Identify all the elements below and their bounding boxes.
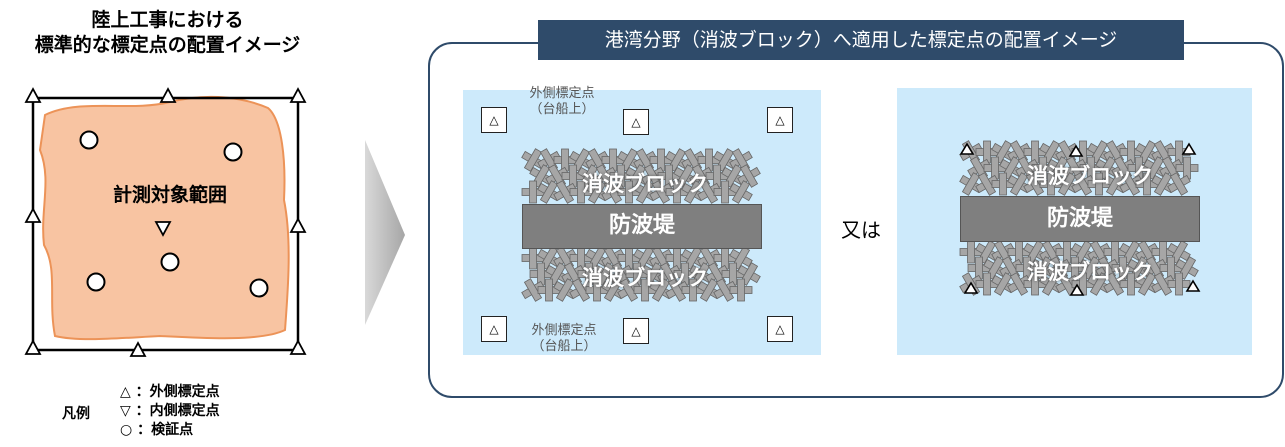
- measurement-area-label: 計測対象範囲: [112, 184, 227, 206]
- outer-control-point: [963, 281, 979, 294]
- wave-block: [665, 278, 689, 302]
- check-point: [160, 252, 180, 272]
- on-block-control-points: [959, 142, 1201, 296]
- outer-control-point-marker: △: [481, 316, 507, 342]
- outer-control-point: [24, 87, 42, 103]
- wave-block: [975, 172, 999, 196]
- breakwater-b: 防波堤: [960, 196, 1200, 242]
- legend-item-outer: △ ：外側標定点: [120, 383, 220, 402]
- left-title-line1: 陸上工事における: [91, 9, 244, 31]
- outer-control-point: [1185, 279, 1201, 292]
- legend: △ ：外側標定点 ▽ ：内側標定点 ○ ：検証点: [120, 383, 220, 440]
- wave-block: [569, 278, 593, 302]
- outer-control-point: [1181, 142, 1197, 155]
- legend-label: ：内側標定点: [135, 403, 220, 419]
- wave-block: [1007, 272, 1031, 296]
- outer-point-label-line2: （台船上）: [529, 102, 595, 117]
- inner-control-point: [154, 221, 172, 237]
- wave-block: [1119, 172, 1143, 196]
- wave-block: [991, 172, 1015, 196]
- outer-control-point-marker: △: [767, 107, 793, 133]
- check-points: [79, 130, 269, 298]
- wave-block: [713, 278, 737, 302]
- left-panel-title: 陸上工事における 標準的な標定点の配置イメージ: [0, 8, 335, 58]
- outer-point-label-line2: （台船上）: [531, 339, 597, 354]
- measurement-area: [38, 95, 290, 341]
- wave-block-label-top-a: 消波ブロック: [582, 172, 708, 196]
- harbor-panel-title: 港湾分野（消波ブロック）へ適用した標定点の配置イメージ: [538, 20, 1184, 60]
- wave-block-label-top-b: 消波ブロック: [1027, 164, 1153, 188]
- wave-block-band-top: [521, 148, 761, 204]
- wave-block: [1071, 172, 1095, 196]
- check-point: [223, 142, 243, 162]
- outer-point-label-line1: 外側標定点: [531, 323, 597, 338]
- legend-symbol: ○: [120, 422, 133, 438]
- outer-control-point-marker: △: [623, 109, 649, 135]
- check-point: [249, 278, 269, 298]
- wave-block: [1135, 272, 1159, 296]
- legend-heading: 凡例: [62, 406, 90, 422]
- wave-block: [665, 180, 689, 204]
- wave-block: [601, 180, 625, 204]
- breakwater-a: 防波堤: [522, 204, 762, 249]
- outer-point-label-top: 外側標定点 （台船上）: [512, 86, 612, 118]
- wave-block: [681, 278, 705, 302]
- legend-item-check: ○ ：検証点: [120, 421, 220, 440]
- outer-control-point: [1068, 144, 1084, 157]
- outer-control-point: [289, 87, 307, 103]
- legend-symbol: ▽: [120, 403, 131, 419]
- wave-block: [1167, 272, 1191, 296]
- wave-block: [521, 278, 545, 302]
- wave-block-label-bottom-b: 消波ブロック: [1027, 260, 1153, 284]
- outer-control-point: [159, 87, 177, 103]
- outer-control-point: [24, 339, 42, 355]
- wave-block-band-bottom: [521, 246, 761, 302]
- legend-item-inner: ▽ ：内側標定点: [120, 402, 220, 421]
- wave-block: [1103, 272, 1127, 296]
- legend-label: ：検証点: [137, 422, 194, 438]
- outer-control-point-marker: △: [481, 107, 507, 133]
- wave-block-band-bottom: [959, 240, 1199, 296]
- wave-block-band-top: [959, 140, 1199, 196]
- left-title-line2: 標準的な標定点の配置イメージ: [34, 34, 301, 56]
- breakwater-layout-b: [959, 140, 1199, 296]
- outer-control-points: [24, 87, 307, 357]
- outer-point-label-bottom: 外側標定点 （台船上）: [514, 323, 614, 355]
- wave-block: [1167, 172, 1191, 196]
- wave-block: [1151, 272, 1175, 296]
- wave-block: [1023, 172, 1047, 196]
- wave-block: [729, 278, 753, 302]
- outer-point-label-line1: 外側標定点: [529, 86, 595, 101]
- wave-block: [617, 278, 641, 302]
- wave-block: [697, 180, 721, 204]
- land-site-diagram: [24, 87, 307, 357]
- wave-block: [553, 180, 577, 204]
- check-point: [79, 130, 99, 150]
- wave-block: [569, 180, 593, 204]
- wave-block: [649, 180, 673, 204]
- outer-control-point-marker: △: [623, 318, 649, 344]
- arrow-icon: [365, 140, 405, 325]
- outer-control-point: [1069, 283, 1085, 296]
- or-label: 又は: [841, 218, 881, 242]
- outer-control-point-marker: △: [767, 316, 793, 342]
- outer-control-point: [959, 142, 975, 155]
- wave-block-label-bottom-a: 消波ブロック: [582, 266, 708, 290]
- outer-control-point: [24, 207, 42, 223]
- check-point: [86, 272, 106, 292]
- legend-label: ：外側標定点: [135, 384, 220, 400]
- breakwater-layout-a: [521, 148, 761, 302]
- legend-symbol: △: [120, 384, 131, 400]
- outer-control-point: [289, 217, 307, 233]
- outer-control-point: [289, 339, 307, 355]
- wave-block: [729, 180, 753, 204]
- outer-control-point: [129, 341, 147, 357]
